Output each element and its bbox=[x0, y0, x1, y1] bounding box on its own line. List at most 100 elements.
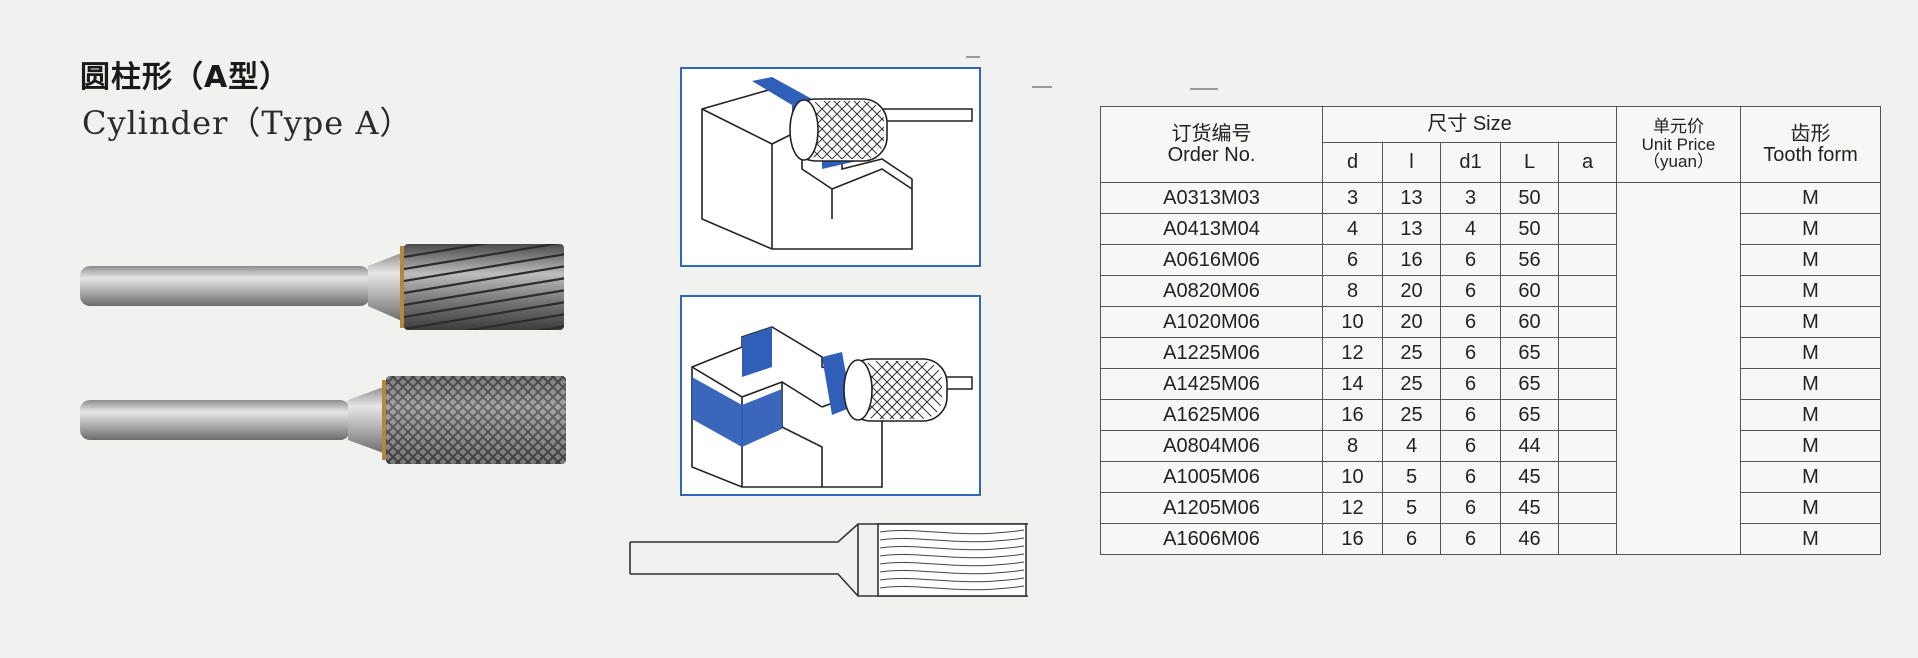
cell-unit-price bbox=[1616, 523, 1741, 555]
cell-a bbox=[1558, 182, 1617, 214]
cell-L: 65 bbox=[1500, 399, 1559, 431]
cell-d1: 6 bbox=[1440, 430, 1501, 462]
header-price-cn: 单元价 bbox=[1653, 116, 1704, 136]
header-tooth-cn: 齿形 bbox=[1790, 122, 1831, 145]
cell-unit-price bbox=[1616, 275, 1741, 307]
cell-a bbox=[1558, 275, 1617, 307]
cell-d1: 3 bbox=[1440, 182, 1501, 214]
header-tooth-form: 齿形 Tooth form bbox=[1740, 106, 1881, 183]
cell-tooth-form: M bbox=[1740, 337, 1881, 369]
cell-tooth-form: M bbox=[1740, 306, 1881, 338]
cell-unit-price bbox=[1616, 399, 1741, 431]
header-order: 订货编号 Order No. bbox=[1100, 106, 1323, 183]
cell-order-no: A0820M06 bbox=[1100, 275, 1323, 307]
cell-unit-price bbox=[1616, 492, 1741, 524]
cell-L: 56 bbox=[1500, 244, 1559, 276]
header-price-unit: （yuan） bbox=[1643, 152, 1714, 172]
cell-order-no: A0616M06 bbox=[1100, 244, 1323, 276]
cell-tooth-form: M bbox=[1740, 430, 1881, 462]
cell-d1: 6 bbox=[1440, 461, 1501, 493]
cell-tooth-form: M bbox=[1740, 213, 1881, 245]
cell-a bbox=[1558, 368, 1617, 400]
cell-d1: 6 bbox=[1440, 306, 1501, 338]
cell-L: 45 bbox=[1500, 492, 1559, 524]
cell-d1: 6 bbox=[1440, 523, 1501, 555]
page-title-en: Cylinder（Type A） bbox=[82, 104, 413, 142]
cell-a bbox=[1558, 213, 1617, 245]
cell-order-no: A1425M06 bbox=[1100, 368, 1323, 400]
print-speck bbox=[1190, 88, 1218, 90]
application-diagram-bottom bbox=[680, 295, 981, 496]
cell-d: 12 bbox=[1322, 337, 1383, 369]
cell-L: 60 bbox=[1500, 275, 1559, 307]
cell-order-no: A1606M06 bbox=[1100, 523, 1323, 555]
cell-d: 12 bbox=[1322, 492, 1383, 524]
cell-unit-price bbox=[1616, 461, 1741, 493]
cell-unit-price bbox=[1616, 337, 1741, 369]
cell-order-no: A0413M04 bbox=[1100, 213, 1323, 245]
cell-a bbox=[1558, 337, 1617, 369]
cell-d: 4 bbox=[1322, 213, 1383, 245]
cell-d: 16 bbox=[1322, 399, 1383, 431]
cell-unit-price bbox=[1616, 244, 1741, 276]
cell-d1: 6 bbox=[1440, 399, 1501, 431]
cell-order-no: A1205M06 bbox=[1100, 492, 1323, 524]
page-title-cn: 圆柱形（A型） bbox=[80, 60, 291, 95]
cell-l: 5 bbox=[1382, 492, 1441, 524]
cell-d1: 6 bbox=[1440, 492, 1501, 524]
cell-d: 14 bbox=[1322, 368, 1383, 400]
burr-outline-sketch bbox=[629, 523, 1028, 597]
cell-L: 45 bbox=[1500, 461, 1559, 493]
cell-L: 50 bbox=[1500, 182, 1559, 214]
cell-tooth-form: M bbox=[1740, 461, 1881, 493]
cell-a bbox=[1558, 306, 1617, 338]
cell-L: 46 bbox=[1500, 523, 1559, 555]
cell-d1: 4 bbox=[1440, 213, 1501, 245]
header-col-a: a bbox=[1558, 142, 1617, 183]
cell-a bbox=[1558, 461, 1617, 493]
cell-l: 4 bbox=[1382, 430, 1441, 462]
application-diagram-top bbox=[680, 67, 981, 267]
cell-L: 44 bbox=[1500, 430, 1559, 462]
cell-L: 60 bbox=[1500, 306, 1559, 338]
cell-a bbox=[1558, 492, 1617, 524]
cell-l: 13 bbox=[1382, 182, 1441, 214]
burr-photo-single-cut bbox=[80, 244, 564, 330]
cell-d: 10 bbox=[1322, 306, 1383, 338]
burr-photo-double-cut bbox=[80, 376, 566, 464]
cell-unit-price bbox=[1616, 306, 1741, 338]
header-col-d1: d1 bbox=[1440, 142, 1501, 183]
cell-tooth-form: M bbox=[1740, 275, 1881, 307]
cell-l: 13 bbox=[1382, 213, 1441, 245]
cell-l: 25 bbox=[1382, 337, 1441, 369]
cell-L: 65 bbox=[1500, 368, 1559, 400]
header-order-cn: 订货编号 bbox=[1171, 122, 1252, 145]
cell-order-no: A1005M06 bbox=[1100, 461, 1323, 493]
cell-order-no: A0804M06 bbox=[1100, 430, 1323, 462]
print-speck bbox=[1032, 86, 1052, 88]
cell-tooth-form: M bbox=[1740, 244, 1881, 276]
cell-l: 20 bbox=[1382, 306, 1441, 338]
cell-unit-price bbox=[1616, 182, 1741, 214]
cell-l: 6 bbox=[1382, 523, 1441, 555]
cell-tooth-form: M bbox=[1740, 399, 1881, 431]
cell-l: 5 bbox=[1382, 461, 1441, 493]
cell-unit-price bbox=[1616, 430, 1741, 462]
print-speck bbox=[966, 56, 980, 58]
header-size: 尺寸 Size bbox=[1322, 106, 1617, 143]
cell-tooth-form: M bbox=[1740, 368, 1881, 400]
cell-order-no: A1625M06 bbox=[1100, 399, 1323, 431]
cell-a bbox=[1558, 430, 1617, 462]
cell-tooth-form: M bbox=[1740, 182, 1881, 214]
cell-d1: 6 bbox=[1440, 275, 1501, 307]
cell-tooth-form: M bbox=[1740, 492, 1881, 524]
cell-d: 8 bbox=[1322, 275, 1383, 307]
